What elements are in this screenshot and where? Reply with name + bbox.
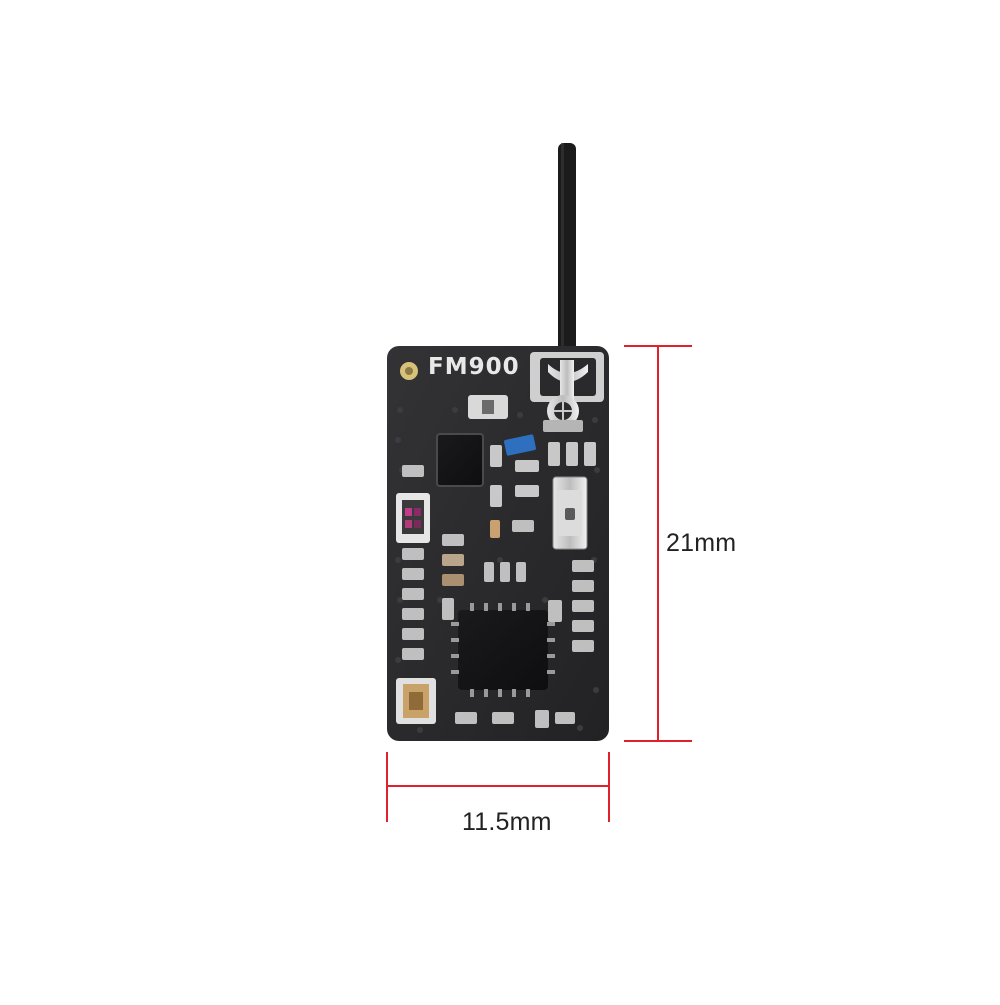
passive-components-right bbox=[548, 560, 594, 652]
smd-switch bbox=[468, 395, 508, 419]
rf-chip bbox=[436, 433, 484, 487]
antenna-pad bbox=[530, 352, 604, 432]
height-dimension-line bbox=[624, 345, 692, 742]
mcu-chip bbox=[451, 603, 555, 697]
bind-button bbox=[552, 476, 588, 550]
height-dimension-label: 21mm bbox=[666, 529, 737, 557]
passive-components-left bbox=[402, 465, 534, 660]
antenna-wire bbox=[558, 143, 576, 368]
board-model-label: FM900 bbox=[428, 354, 520, 380]
width-dimension-label: 11.5mm bbox=[462, 808, 552, 836]
passive-components-bottom bbox=[455, 710, 575, 728]
passive-components-top bbox=[490, 442, 596, 507]
status-led bbox=[396, 493, 430, 543]
width-dimension-line bbox=[386, 752, 610, 822]
bottom-led bbox=[396, 678, 436, 724]
blue-capacitor bbox=[504, 434, 536, 456]
